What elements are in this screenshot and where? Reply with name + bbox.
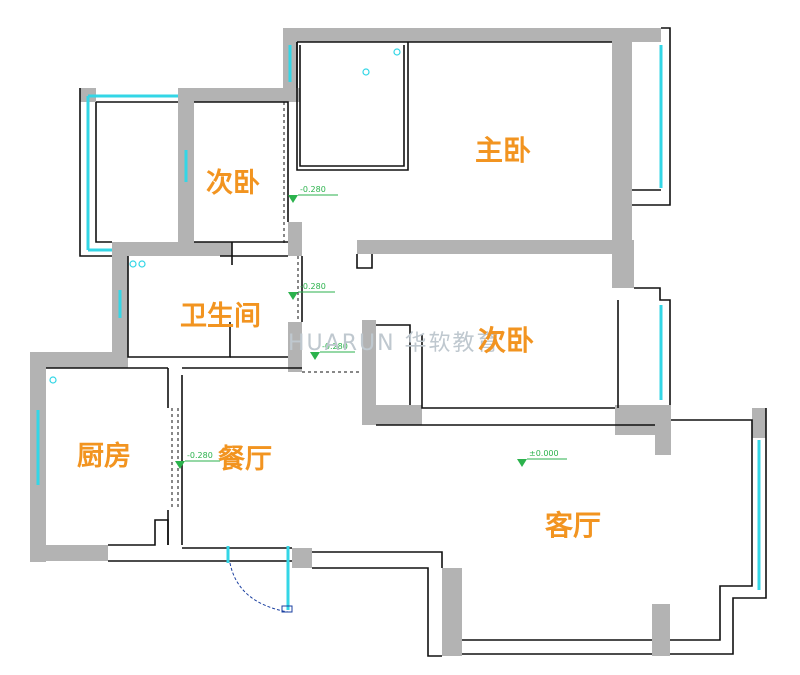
elevation-hall-mid: -0.280 bbox=[300, 282, 326, 291]
elevation-marker: -0.280 bbox=[288, 282, 335, 300]
wall-segment bbox=[652, 604, 670, 656]
elevation-triangle bbox=[175, 461, 185, 469]
wall-segment bbox=[655, 405, 671, 455]
outline-line bbox=[296, 42, 409, 171]
outline-line bbox=[312, 551, 443, 568]
wall-segment bbox=[362, 320, 376, 410]
elevation-marker: -0.280 bbox=[288, 185, 338, 203]
room-label-bedroom-left: 次卧 bbox=[206, 168, 260, 199]
fixture-circle bbox=[393, 48, 401, 56]
elevation-triangle bbox=[517, 459, 527, 467]
elevation-triangle bbox=[310, 352, 320, 360]
elevation-hall-top: -0.280 bbox=[300, 185, 326, 194]
elevation-marker: -0.280 bbox=[175, 451, 220, 469]
room-label-bedroom-right: 次卧 bbox=[478, 324, 534, 357]
room-label-master-bedroom: 主卧 bbox=[475, 134, 531, 167]
outline-line bbox=[299, 45, 405, 167]
elevation-triangle bbox=[288, 292, 298, 300]
room-label-bathroom: 卫生间 bbox=[180, 301, 261, 332]
wall-segment bbox=[612, 240, 634, 288]
wall-segment bbox=[520, 28, 630, 42]
wall-segment bbox=[178, 88, 300, 102]
fixture-circle bbox=[49, 376, 57, 384]
fixture-circle bbox=[362, 68, 370, 76]
elevation-hall-low: -0.280 bbox=[322, 342, 348, 351]
outline-line bbox=[670, 419, 753, 641]
wall-segment bbox=[288, 322, 302, 372]
outline-line bbox=[670, 408, 767, 655]
room-label-dining-room: 餐厅 bbox=[218, 444, 272, 475]
elevation-markers: -0.280 -0.280 -0.280 -0.280 ±0.000 bbox=[175, 185, 567, 469]
wall-segment bbox=[112, 242, 232, 256]
wall-segment bbox=[752, 408, 766, 438]
outline-line bbox=[356, 254, 373, 269]
elevation-triangle bbox=[288, 195, 298, 203]
room-labels: 次卧 主卧 卫生间 次卧 厨房 餐厅 客厅 bbox=[77, 134, 601, 542]
thresholds bbox=[171, 102, 362, 510]
outline-line bbox=[79, 88, 112, 257]
entrance-door-swing bbox=[229, 562, 289, 613]
wall-segment bbox=[615, 405, 655, 435]
room-label-kitchen: 厨房 bbox=[77, 441, 131, 472]
elevation-dining: -0.280 bbox=[187, 451, 213, 460]
room-label-living-room: 客厅 bbox=[545, 509, 601, 542]
wall-segment bbox=[362, 405, 422, 425]
windows bbox=[36, 45, 761, 610]
outlines bbox=[46, 27, 767, 657]
outline-line bbox=[95, 102, 112, 243]
door-jamb bbox=[281, 605, 293, 613]
wall-segment bbox=[288, 222, 302, 256]
outline-line bbox=[421, 335, 615, 409]
outline-line bbox=[376, 324, 411, 405]
elevation-marker: ±0.000 bbox=[517, 449, 567, 467]
fixture-circle bbox=[129, 260, 137, 268]
outline-line bbox=[632, 27, 671, 206]
outline-line bbox=[634, 287, 671, 405]
fixtures bbox=[49, 48, 401, 384]
wall-segment bbox=[442, 568, 462, 656]
outline-line bbox=[127, 256, 231, 358]
outline-line bbox=[194, 101, 289, 222]
wall-segment bbox=[292, 548, 312, 568]
elevation-marker: -0.280 bbox=[310, 342, 355, 360]
outline-line bbox=[312, 567, 442, 657]
wall-segment bbox=[30, 352, 128, 368]
watermark: HUARUN 华软教育 bbox=[288, 331, 501, 356]
outline-line bbox=[108, 519, 169, 546]
wall-segment bbox=[612, 42, 632, 242]
wall-segment bbox=[357, 240, 632, 254]
fixture-circle bbox=[138, 260, 146, 268]
elevation-living: ±0.000 bbox=[529, 449, 559, 458]
wall-segment bbox=[46, 545, 108, 561]
